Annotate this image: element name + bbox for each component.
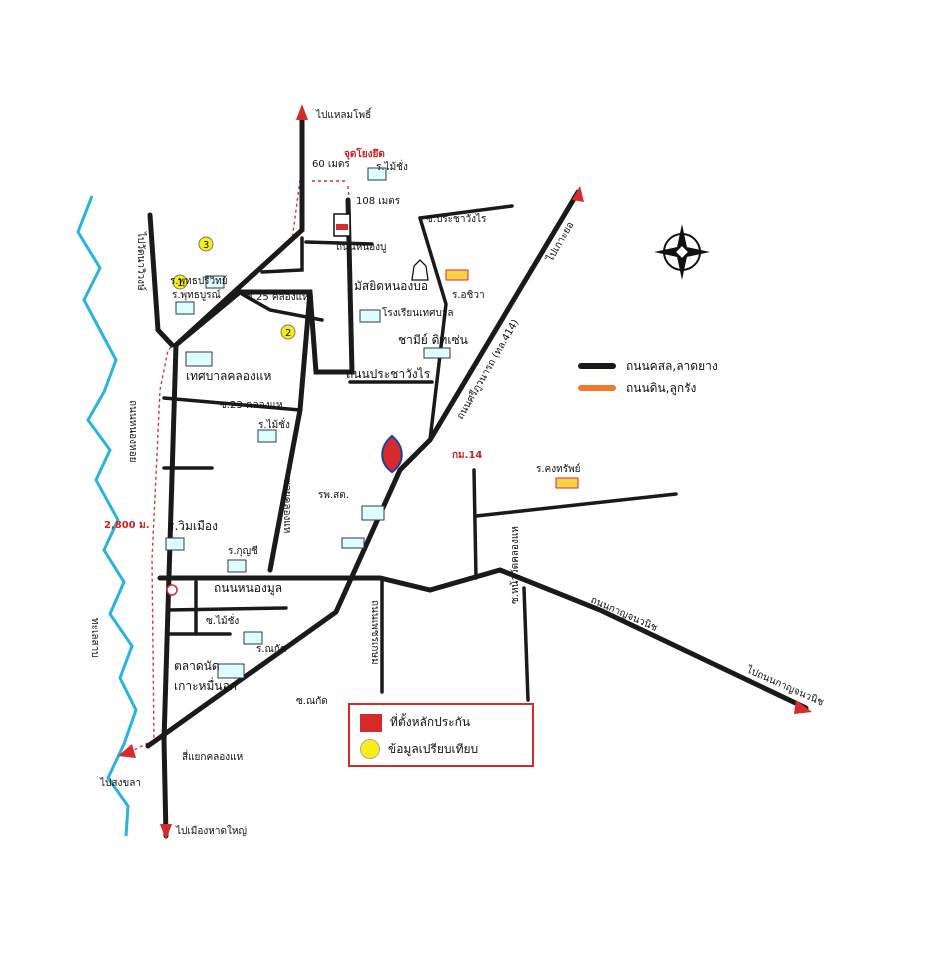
label-school-top: ร.ไม้ชั่ง	[376, 159, 408, 173]
road-top-right	[418, 204, 514, 220]
road-hatyai	[161, 737, 169, 839]
label-market: ตลาดนัด	[174, 659, 220, 673]
label-soi25: ซ.25 คลองแห	[246, 292, 309, 303]
label-mosque: มัสยิดหนองบอ	[354, 279, 428, 293]
marker-legend: ที่ตั้งหลักประกัน ข้อมูลเปรียบเทียบ	[348, 703, 534, 767]
legend-row-orange: ถนนดิน,ลูกรัง	[578, 377, 718, 399]
road-phetkasem	[145, 189, 581, 749]
label-road-vertical-right: ซ.หน้าวัดคลองแห	[509, 526, 521, 604]
cross-icon	[166, 584, 178, 596]
legend-row-black: ถนนคสล,ลาดยาง	[578, 355, 718, 377]
road-top-right-down	[418, 216, 448, 442]
label-road-kanjanawanit: ถนนกาญจนวนิช	[589, 595, 659, 634]
legend-red-label: ที่ตั้งหลักประกัน	[390, 715, 471, 729]
label-shop-market: ชามีย์ ดิทเซ่น	[398, 333, 468, 347]
school-icon	[165, 167, 451, 679]
road-small-w	[260, 236, 304, 274]
label-school-makam: โรงเรียนเทศบาล	[382, 306, 454, 319]
label-soi23: ซ.23 คลองแห	[220, 400, 283, 411]
road-inner-h	[173, 289, 243, 348]
collateral-mark	[336, 224, 348, 230]
road-v-right3	[522, 586, 530, 702]
label-road-nonghongmu: ถนนหนองมูล	[214, 581, 282, 596]
legend-row-yellow: ข้อมูลเปรียบเทียบ	[360, 739, 478, 759]
arrow-east	[794, 700, 812, 714]
label-to-laemphot: ไปแหลมโพธิ์	[315, 107, 373, 121]
label-school-phuttha2: ร.พุทธปรีวิทย์	[170, 275, 228, 287]
legend-black-label: ถนนคสล,ลาดยาง	[626, 358, 718, 373]
label-sea: ทะเลสาบ	[89, 618, 100, 658]
label-ko-mueanok: เกาะหมื่นอก	[174, 677, 237, 693]
label-road-nongbo: ถนนหนองบู	[336, 242, 386, 253]
arrow-north	[296, 104, 308, 120]
label-road-vertical-left: ถนนหนองหอย	[127, 400, 138, 463]
label-school-achiwa: ร.อชิวา	[452, 290, 485, 301]
mosque-icon	[411, 259, 429, 281]
label-school-imueang: ร.วิมเมือง	[168, 519, 218, 533]
road-left-vertical	[147, 212, 175, 348]
road-v-right2	[472, 468, 478, 580]
label-road-prachawangrai: ถนนประชาวังไร	[346, 367, 431, 381]
label-soi-nagat: ซ.ณกัด	[296, 696, 328, 707]
label-dist-2800: 2,800 ม.	[104, 520, 150, 531]
road-soi25	[240, 292, 324, 322]
label-survey-point: จุดโยงยึด	[344, 147, 385, 160]
road-kanjanawanit	[157, 567, 809, 711]
label-soi-maichang: ซ.ไม้ชั่ง	[206, 613, 239, 627]
road-legend: ถนนคสล,ลาดยาง ถนนดิน,ลูกรัง	[578, 355, 718, 399]
label-km14: กม.14	[452, 450, 482, 461]
label-hospital: รพ.สต.	[318, 490, 349, 501]
marker-3-label: 3	[203, 240, 209, 251]
road-nongbo	[304, 240, 374, 246]
label-school-kongsap: ร.คงทรัพย์	[536, 463, 581, 475]
label-dist-60: 60 เมตร	[312, 159, 350, 170]
river	[76, 195, 138, 837]
comparison-marker-3: 3	[198, 236, 214, 252]
legend-yellow-label: ข้อมูลเปรียบเทียบ	[388, 741, 479, 756]
arrow-south	[160, 824, 172, 840]
label-school-nagat: ร.ณกัด	[256, 644, 286, 655]
legend-swatch-yellow	[360, 739, 380, 759]
compass-icon	[654, 224, 710, 280]
legend-orange-label: ถนนดิน,ลูกรัง	[626, 380, 697, 395]
marker-1-label: 1	[177, 278, 183, 289]
marker-2-label: 2	[285, 328, 291, 339]
road-h-left2	[166, 606, 288, 612]
label-soi-top: ซ.ประชาวังไร	[426, 213, 487, 225]
label-school-kanya: ร.กุญชี	[228, 545, 258, 557]
legend-swatch-red	[360, 713, 382, 732]
comparison-marker-2: 2	[280, 324, 296, 340]
arrow-southwest	[118, 744, 136, 758]
legend-row-red: ที่ตั้งหลักประกัน	[360, 713, 470, 732]
label-to-hatyai: ไปเมืองหาดใหญ่	[175, 825, 247, 837]
label-dist-108: 108 เมตร	[356, 196, 401, 207]
road-h-right	[474, 492, 678, 518]
label-road-vertical-mid: ซอยคลองแห	[281, 478, 292, 533]
label-to-ban-ratchawong: ไปวัดนาวิวงษ์	[135, 231, 147, 291]
label-road-prachawongrat: ถนนเพชรเกษม	[369, 600, 380, 665]
label-municipality: เทศบาลคลองแห	[186, 369, 272, 383]
label-school-phuttha: ร.พุทธบูรณ์	[172, 289, 221, 301]
temple-icon	[445, 269, 579, 489]
legend-swatch-black	[578, 363, 616, 369]
label-school-maichang: ร.ไม้ชั่ง	[258, 417, 290, 431]
road-soi23	[162, 396, 302, 412]
comparison-marker-1: 1	[172, 274, 188, 290]
label-to-songkhla: ไปสงขลา	[99, 777, 141, 789]
hospital-icon	[381, 434, 403, 474]
road-prachawangrai	[237, 197, 355, 375]
legend-swatch-orange	[578, 385, 616, 391]
arrow-northeast	[572, 186, 584, 202]
label-junction: สี่แยกคลองแห	[182, 749, 243, 763]
